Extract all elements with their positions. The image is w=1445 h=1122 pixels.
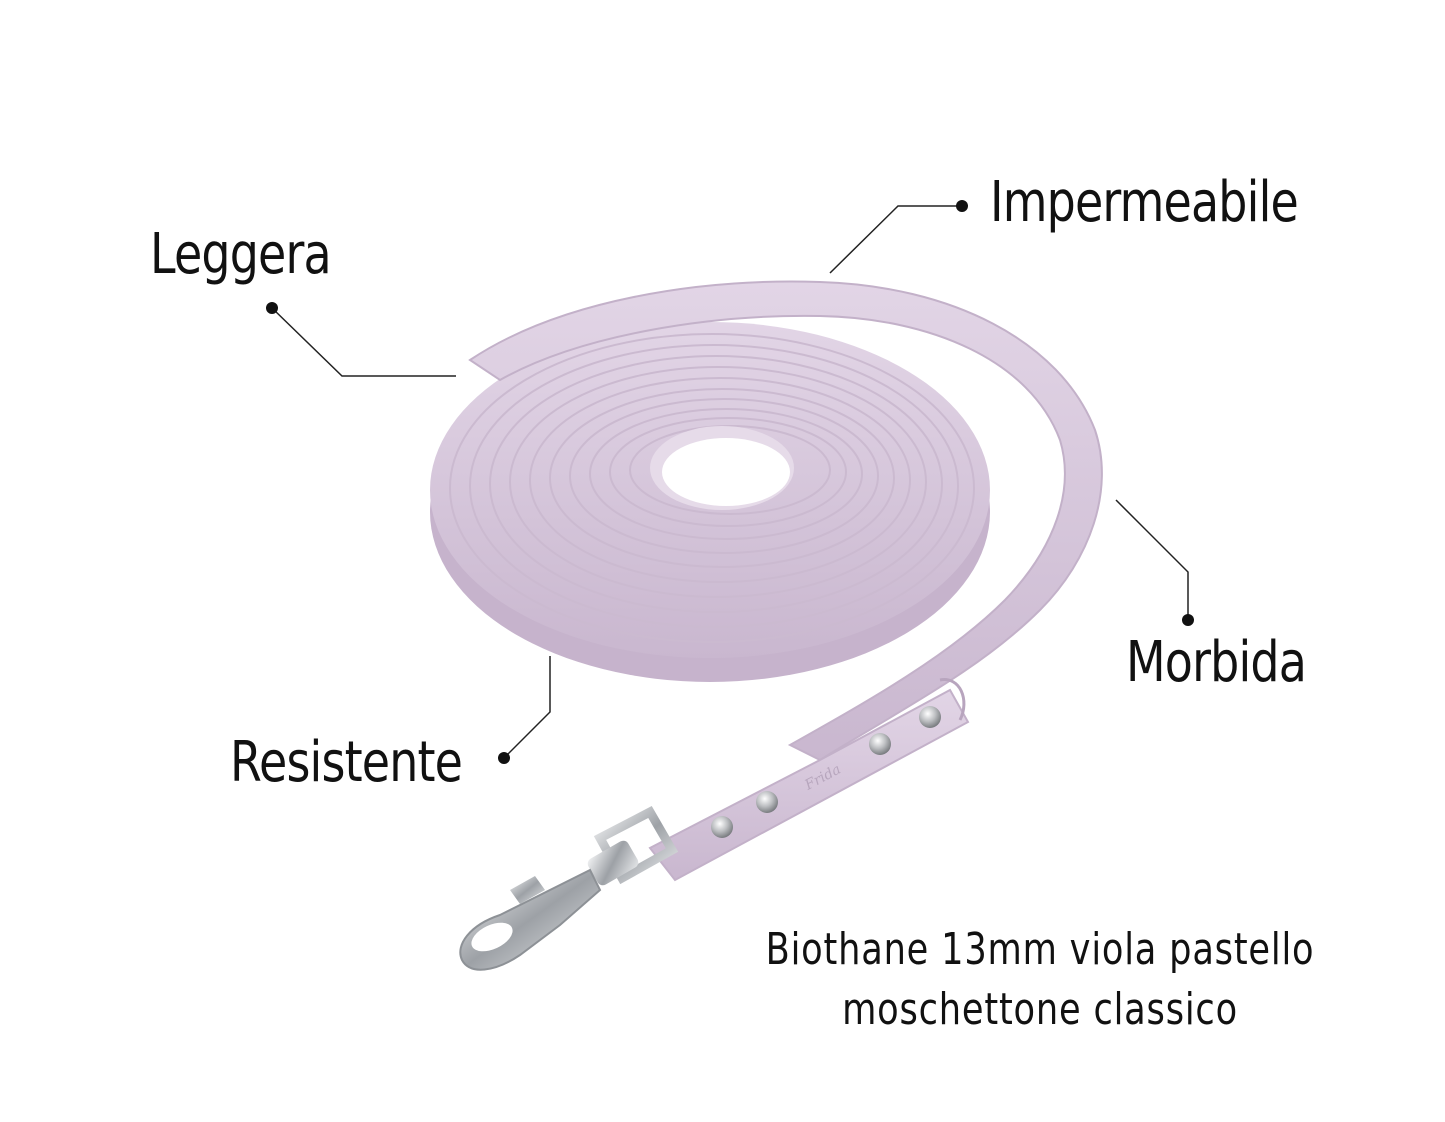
leash-coil — [430, 322, 990, 682]
callout-impermeabile: Impermeabile — [990, 170, 1299, 235]
snap-hook — [459, 806, 679, 971]
impermeabile-pointer — [829, 205, 962, 274]
impermeabile-dot — [956, 200, 968, 212]
morbida-dot — [1182, 614, 1194, 626]
leggera-pointer — [271, 307, 456, 377]
callout-lines — [271, 205, 1189, 759]
leash-rivets — [711, 706, 941, 838]
morbida-pointer — [1115, 499, 1189, 620]
callout-resistente: Resistente — [230, 730, 463, 795]
callout-dots — [266, 200, 1194, 764]
callout-morbida: Morbida — [1126, 630, 1307, 695]
leggera-dot — [266, 302, 278, 314]
caption-line-1: Biothane 13mm viola pastello — [765, 924, 1315, 975]
caption-line-2: moschettone classico — [842, 984, 1238, 1035]
resistente-pointer — [503, 656, 551, 759]
callout-leggera: Leggera — [150, 222, 332, 287]
resistente-dot — [498, 752, 510, 764]
